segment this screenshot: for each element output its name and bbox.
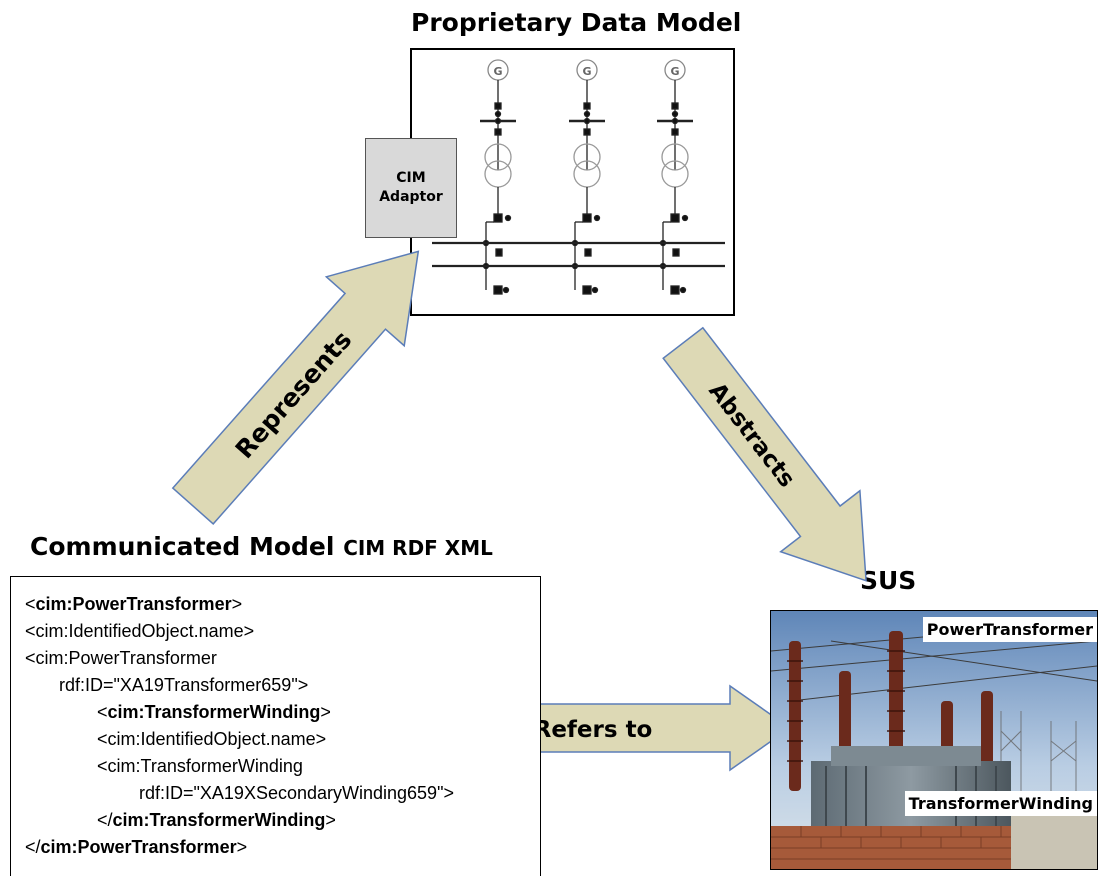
feeder-column: G bbox=[480, 59, 516, 295]
xml-line: <cim:TransformerWinding bbox=[97, 756, 303, 776]
substation-illustration bbox=[771, 611, 1097, 869]
xml-line: rdf:ID="XA19XSecondaryWinding659"> bbox=[139, 783, 454, 803]
communicated-model-subtitle: CIM RDF XML bbox=[343, 536, 493, 560]
xml-line: <cim:PowerTransformer> bbox=[25, 594, 243, 614]
communicated-model-title: Communicated Model CIM RDF XML bbox=[30, 532, 493, 561]
proprietary-model-title: Proprietary Data Model bbox=[411, 8, 742, 37]
transformer-winding-label: TransformerWinding bbox=[904, 791, 1097, 816]
xml-line: </cim:TransformerWinding> bbox=[97, 810, 336, 830]
sus-title: SUS bbox=[860, 566, 917, 595]
communicated-model-title-text: Communicated Model bbox=[30, 532, 335, 561]
single-line-diagram: G G bbox=[432, 59, 725, 295]
generator-symbol: G bbox=[670, 65, 679, 78]
feeder-column: G bbox=[569, 59, 605, 295]
abstracts-arrow: Abstracts bbox=[662, 326, 867, 582]
proprietary-model-box: G G bbox=[410, 48, 735, 316]
refers-to-label: Refers to bbox=[534, 717, 653, 743]
generator-symbol: G bbox=[493, 65, 502, 78]
xml-line: <cim:IdentifiedObject.name> bbox=[97, 729, 327, 749]
refers-to-arrow: Refers to bbox=[487, 684, 792, 772]
xml-line: <cim:PowerTransformer bbox=[25, 648, 217, 668]
power-transformer-label: PowerTransformer bbox=[922, 617, 1097, 642]
represents-arrow: Represents bbox=[171, 250, 420, 525]
cim-adaptor-box: CIM Adaptor bbox=[365, 138, 457, 238]
sus-substation-photo: PowerTransformer TransformerWinding bbox=[770, 610, 1098, 870]
cim-adaptor-label-line1: CIM bbox=[396, 170, 426, 187]
xml-line: <cim:TransformerWinding> bbox=[97, 702, 331, 722]
represents-label: Represents bbox=[230, 325, 358, 464]
xml-line: rdf:ID="XA19Transformer659"> bbox=[59, 675, 309, 695]
xml-line: <cim:IdentifiedObject.name> bbox=[25, 621, 255, 641]
xml-code-box: <cim:PowerTransformer> <cim:IdentifiedOb… bbox=[10, 576, 541, 876]
feeder-column: G bbox=[657, 59, 693, 295]
xml-line: </cim:PowerTransformer> bbox=[25, 837, 248, 857]
generator-symbol: G bbox=[582, 65, 591, 78]
cim-adaptor-label-line2: Adaptor bbox=[379, 189, 443, 205]
